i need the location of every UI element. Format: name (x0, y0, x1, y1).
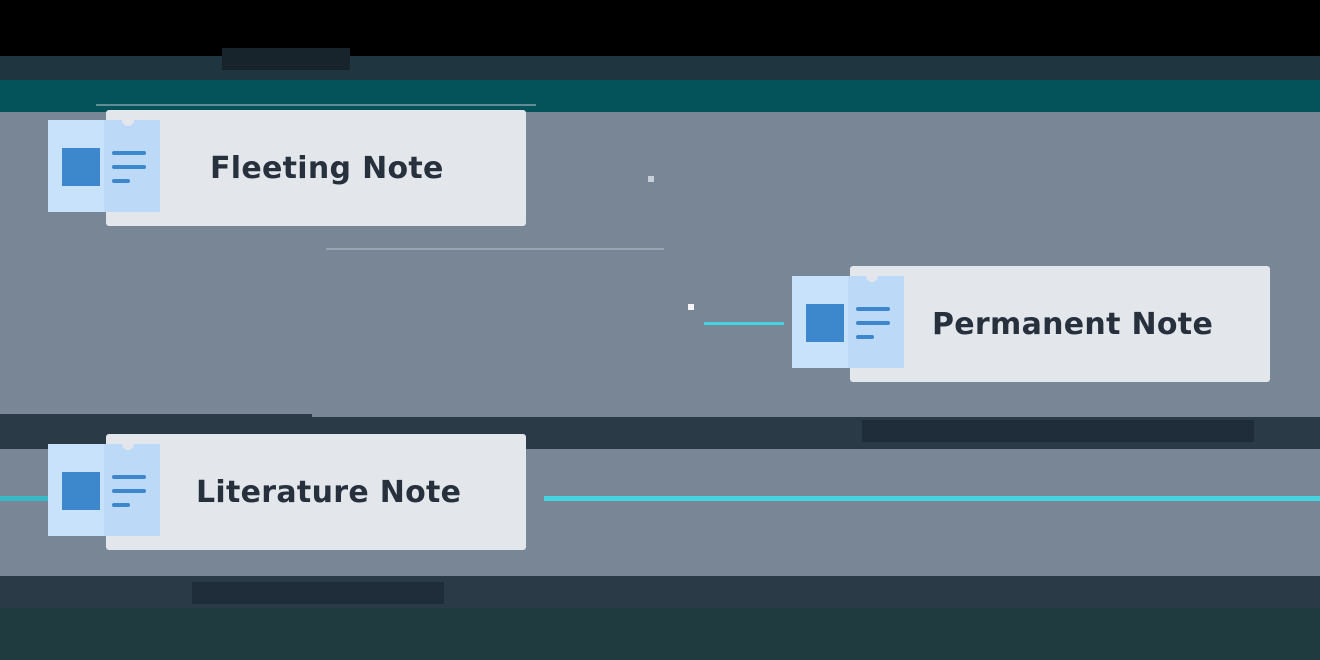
glitch-line (526, 426, 656, 432)
fleeting-note-label: Fleeting Note (210, 150, 444, 186)
glitch-dot (648, 176, 654, 182)
obscured-caption-right (862, 420, 1254, 442)
glitch-line (326, 248, 664, 250)
note-card-icon (48, 438, 160, 536)
top-black-band (0, 0, 1320, 56)
glitch-dot (688, 304, 694, 310)
permanent-note-label: Permanent Note (932, 306, 1214, 342)
note-card-icon (792, 270, 904, 368)
obscured-caption-top (222, 48, 350, 70)
glitch-line (0, 414, 312, 422)
edge-literature-stub (0, 496, 52, 501)
top-slate-band (0, 56, 1320, 80)
obscured-caption-bottom (192, 582, 444, 604)
bottom-teal-band (0, 608, 1320, 660)
literature-note-card[interactable]: Literature Note (106, 434, 526, 550)
note-card-icon (48, 114, 160, 212)
glitch-line (96, 104, 536, 106)
top-teal-band (0, 80, 1320, 112)
edge-fleeting-to-permanent (704, 322, 784, 325)
edge-literature-to-permanent (544, 496, 1320, 501)
permanent-note-card[interactable]: Permanent Note (850, 266, 1270, 382)
fleeting-note-card[interactable]: Fleeting Note (106, 110, 526, 226)
literature-note-label: Literature Note (196, 474, 462, 510)
